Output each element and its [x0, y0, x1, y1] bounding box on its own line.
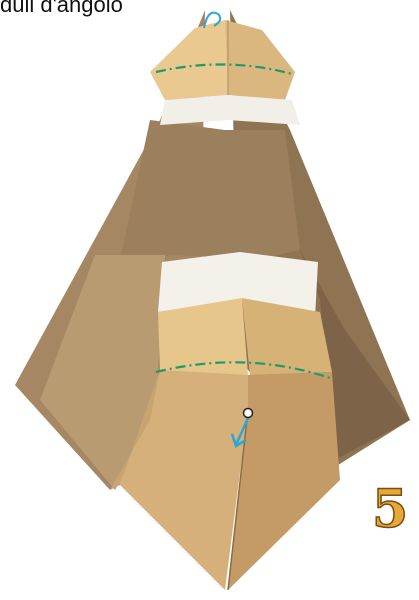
bottom-unit-upper-left	[158, 298, 248, 378]
pivot-point	[244, 409, 253, 418]
caption-text: duli d'angolo	[0, 0, 123, 17]
paper-back-center-shadow	[120, 120, 300, 260]
top-unit-white-band	[160, 95, 300, 125]
top-unit-left	[150, 20, 228, 100]
step-number: 5	[372, 482, 408, 538]
top-unit-right	[225, 20, 295, 100]
